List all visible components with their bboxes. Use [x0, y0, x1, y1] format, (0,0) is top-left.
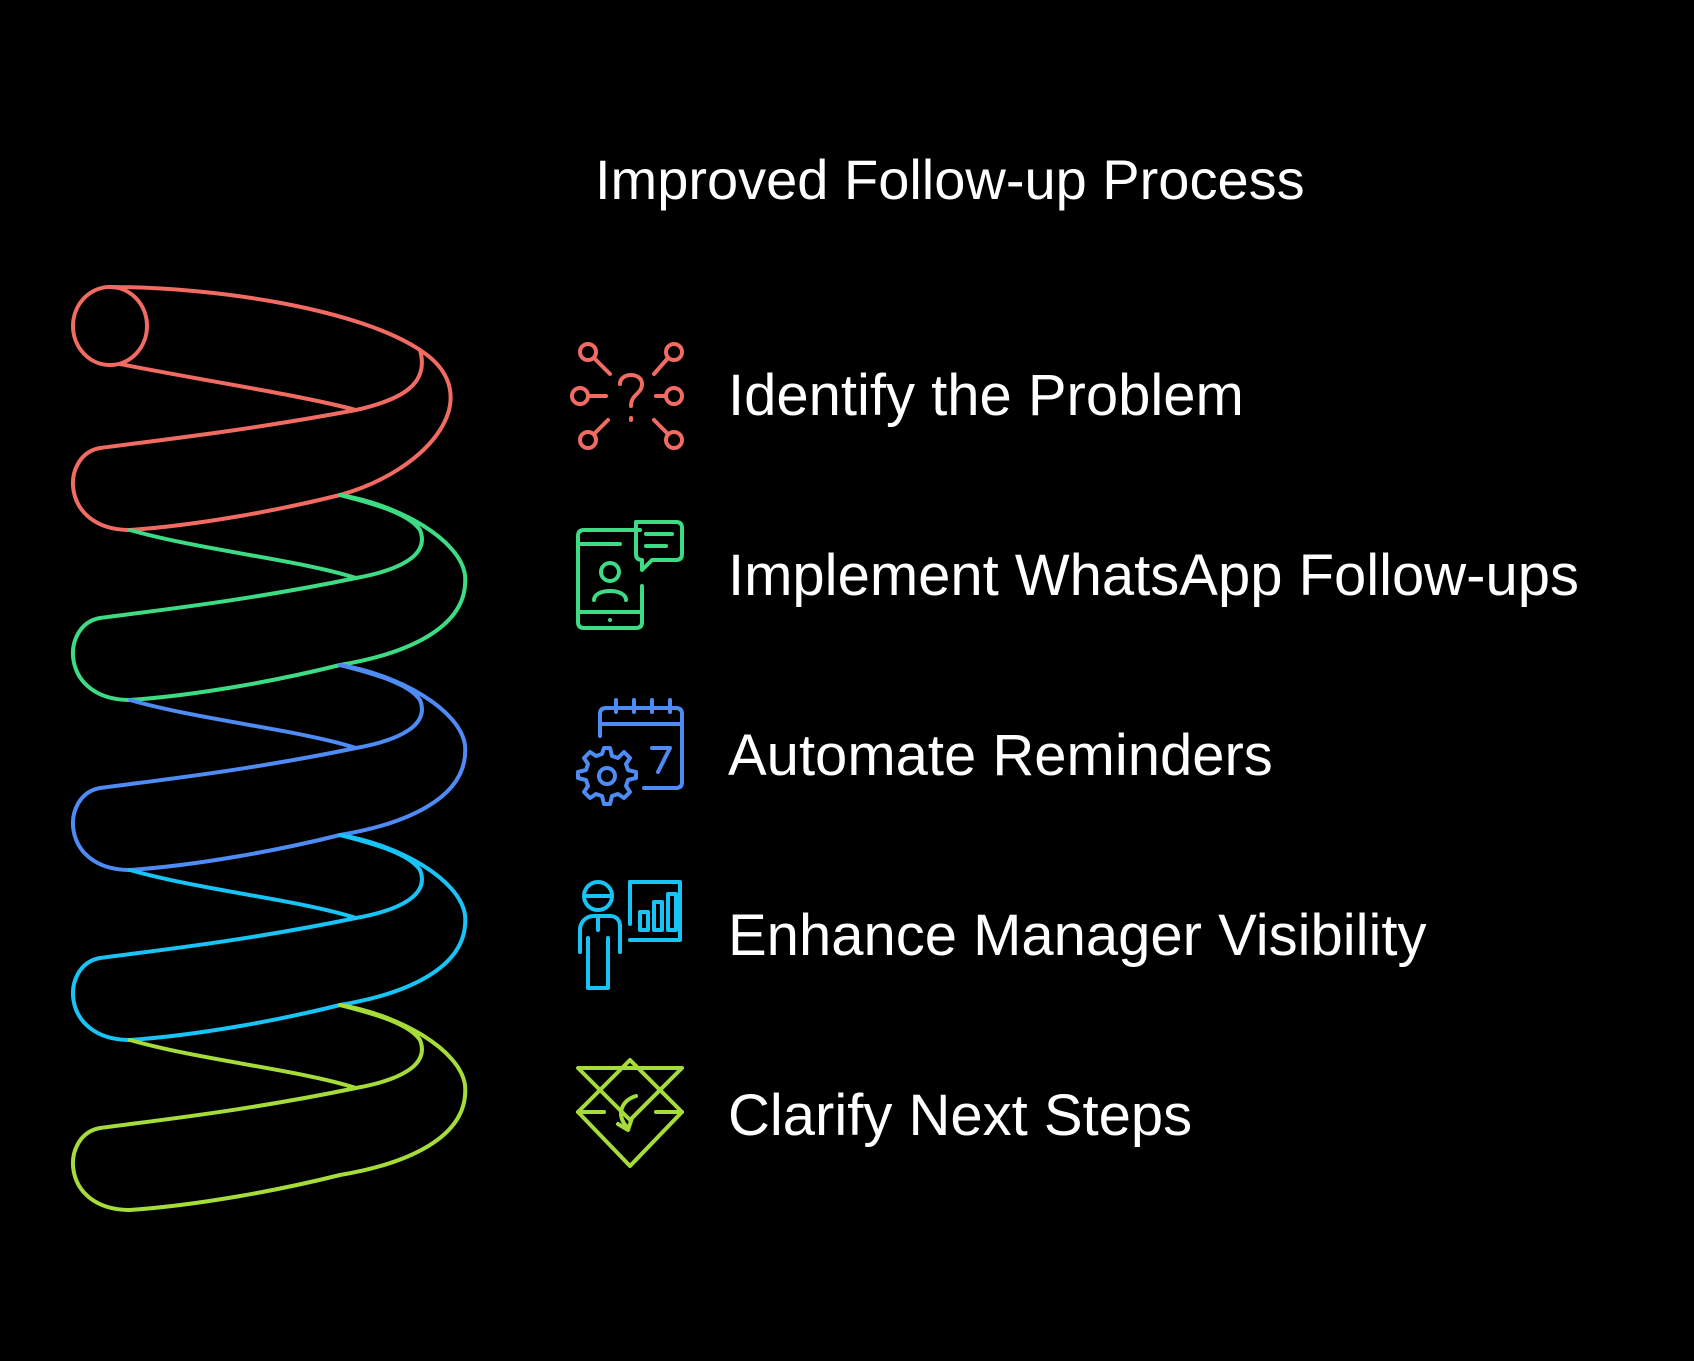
step-label: Implement WhatsApp Follow-ups	[728, 543, 1579, 608]
spring-coil-3	[70, 663, 468, 873]
step-label: Identify the Problem	[728, 363, 1244, 428]
spring-coil-5	[70, 1003, 468, 1213]
step-automate-reminders: Automate Reminders	[570, 696, 1670, 816]
spring-coil	[70, 285, 468, 1213]
person-chart-icon	[578, 880, 682, 990]
step-identify-problem: Identify the Problem	[570, 336, 1670, 456]
network-question-icon	[570, 342, 684, 450]
step-label: Clarify Next Steps	[728, 1083, 1193, 1148]
spring-coil-4	[70, 833, 468, 1043]
diamond-arrow-icon	[576, 1058, 684, 1168]
step-label: Automate Reminders	[728, 723, 1273, 788]
step-whatsapp-followups: Implement WhatsApp Follow-ups	[570, 516, 1670, 636]
spring-coil-1	[70, 285, 453, 533]
phone-chat-icon	[576, 520, 684, 630]
step-clarify-next-steps: Clarify Next Steps	[570, 1056, 1670, 1176]
spring-coil-2	[70, 493, 468, 703]
diagram-title: Improved Follow-up Process	[595, 148, 1305, 211]
spring-top-ring	[71, 285, 149, 367]
step-manager-visibility: Enhance Manager Visibility	[570, 876, 1670, 996]
step-label: Enhance Manager Visibility	[728, 903, 1427, 968]
calendar-gear-icon	[576, 698, 684, 806]
